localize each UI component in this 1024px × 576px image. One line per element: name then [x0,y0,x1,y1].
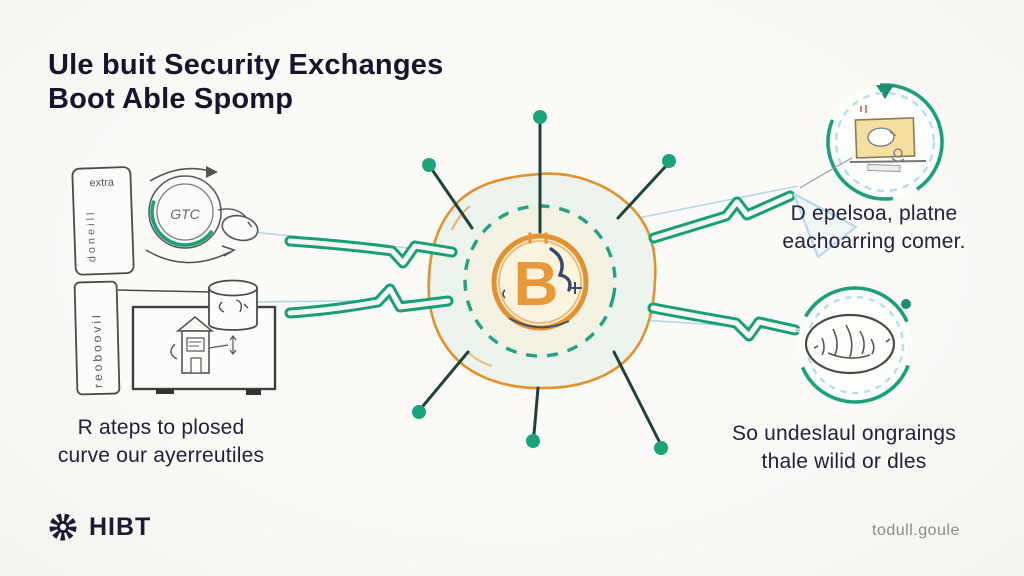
illustration-card-coin-mouse: extra doneill GTC [71,166,259,276]
title-line-1: Ule buit Security Exchanges [48,49,444,81]
sketch-database [208,279,258,331]
sketch-coin-inner [156,183,214,241]
zigzag-arrow-left-bottom [284,283,454,319]
caption-right-bottom-line-2: thale wilid or dles [761,450,927,474]
sketch-card [71,166,135,276]
seal-dashed-ring [805,295,905,395]
sketch-tower [170,315,237,374]
sketch-desk-scene [849,105,927,173]
caption-right-top-line-2: eachoarring comer. [782,230,966,254]
sketch-tall-card [73,280,121,396]
caption-left-line-2: curve our ayerreutiles [57,444,265,468]
caption-right-bottom: So undeslaul ongraings thale wilid or dl… [712,420,976,477]
page-title: Ule buit Security Exchanges Boot Able Sp… [48,48,478,116]
bitcoin-scribble [549,247,572,292]
card-heading-text: extra [89,176,115,189]
title-line-2: Boot Able Spomp [48,83,294,116]
zigzag-arrows [284,190,801,342]
zigzag-arrow-left-top [284,235,458,269]
caption-right-top: D epelsoa, platne eachoarring comer. [768,200,980,257]
card-vertical-text: doneill [85,209,99,262]
seal-arc-arrowhead [901,299,911,309]
brand-name: HIBT [89,512,152,541]
illustration-monitor-database: reoboovil [73,279,277,396]
workstation-dashed-ring [834,91,936,193]
brand-logo: HIBT [46,510,151,544]
sketch-coin-outer [148,175,222,249]
zigzag-arrow-right-bottom [647,302,801,342]
seal-scribbles [813,324,891,359]
coin-scribble-text: GTC [170,206,200,222]
seal-green-arc [796,286,914,404]
coin-smile-line [508,317,570,329]
bitcoin-symbol: B [514,250,559,319]
sketch-mouse [221,214,259,242]
caption-right-top-line-1: D epelsoa, platne [790,202,958,225]
caption-right-bottom-line-1: So undeslaul ongraings [732,422,956,445]
coin-green-arc [150,177,220,247]
spoke-dots [412,110,676,455]
illustration-seal-circle [796,286,914,404]
tall-card-vertical-text: reoboovil [89,312,105,388]
workstation-top-triangle [876,85,894,99]
gear-icon [49,513,77,541]
radiating-spokes [421,122,667,443]
zigzag-arrow-right-top [648,190,796,244]
central-bitcoin-hub: B [427,172,657,390]
illustration-workstation-circle [799,83,944,201]
sketch-seal-oval [804,313,896,375]
website-text: todull.goule [872,522,960,539]
caption-left-line-1: R ateps to plosed [77,416,245,439]
caption-left: R ateps to plosed curve our ayerreutiles [36,414,286,471]
